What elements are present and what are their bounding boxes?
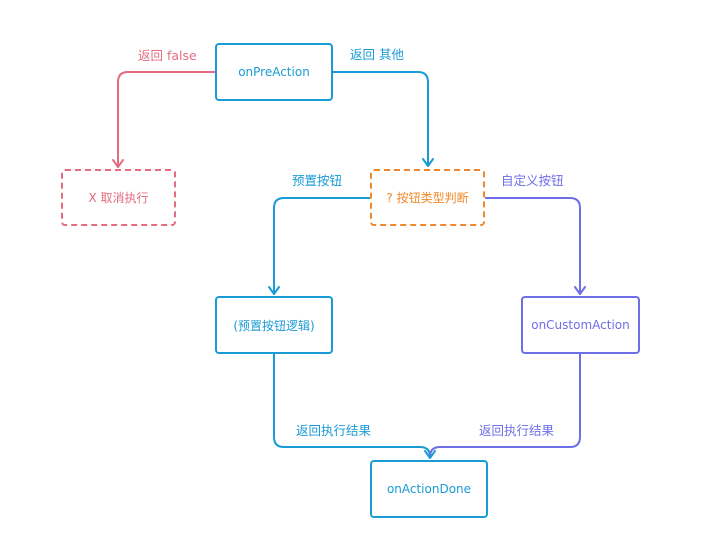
edge-preset-button xyxy=(273,197,371,295)
edge-result-right xyxy=(429,353,581,458)
node-on-pre-action-label: onPreAction xyxy=(238,65,310,79)
arrow-head-custom xyxy=(574,286,586,295)
edge-label-return-false: 返回 false xyxy=(138,48,197,63)
edge-label-return-result-right: 返回执行结果 xyxy=(479,423,555,438)
node-on-pre-action: onPreAction xyxy=(215,43,333,101)
node-preset-logic: (预置按钮逻辑) xyxy=(215,296,333,354)
arrow-head-cancel xyxy=(112,159,124,168)
node-on-action-done-label: onActionDone xyxy=(386,482,472,496)
node-preset-logic-label: (预置按钮逻辑) xyxy=(233,318,315,333)
edge-label-return-result-left: 返回执行结果 xyxy=(296,423,372,438)
node-on-custom-action-label: onCustomAction xyxy=(531,318,630,332)
node-on-action-done: onActionDone xyxy=(370,460,488,518)
edge-custom-button xyxy=(484,197,581,295)
node-cancel-label: X 取消执行 xyxy=(88,191,149,205)
edge-return-false xyxy=(117,71,216,168)
edge-return-other xyxy=(331,71,429,167)
edge-label-custom-button: 自定义按钮 xyxy=(501,173,564,188)
arrow-head-done xyxy=(424,450,436,459)
arrow-head-preset xyxy=(268,286,280,295)
arrow-head-type-check xyxy=(422,158,434,167)
node-button-type-check: ? 按钮类型判断 xyxy=(370,169,485,226)
node-cancel: X 取消执行 xyxy=(61,169,176,226)
node-button-type-check-label: ? 按钮类型判断 xyxy=(386,191,469,205)
edge-label-preset-button: 预置按钮 xyxy=(292,173,343,188)
node-on-custom-action: onCustomAction xyxy=(521,296,640,354)
edge-result-left xyxy=(273,353,431,458)
edge-label-return-other: 返回 其他 xyxy=(350,47,404,62)
